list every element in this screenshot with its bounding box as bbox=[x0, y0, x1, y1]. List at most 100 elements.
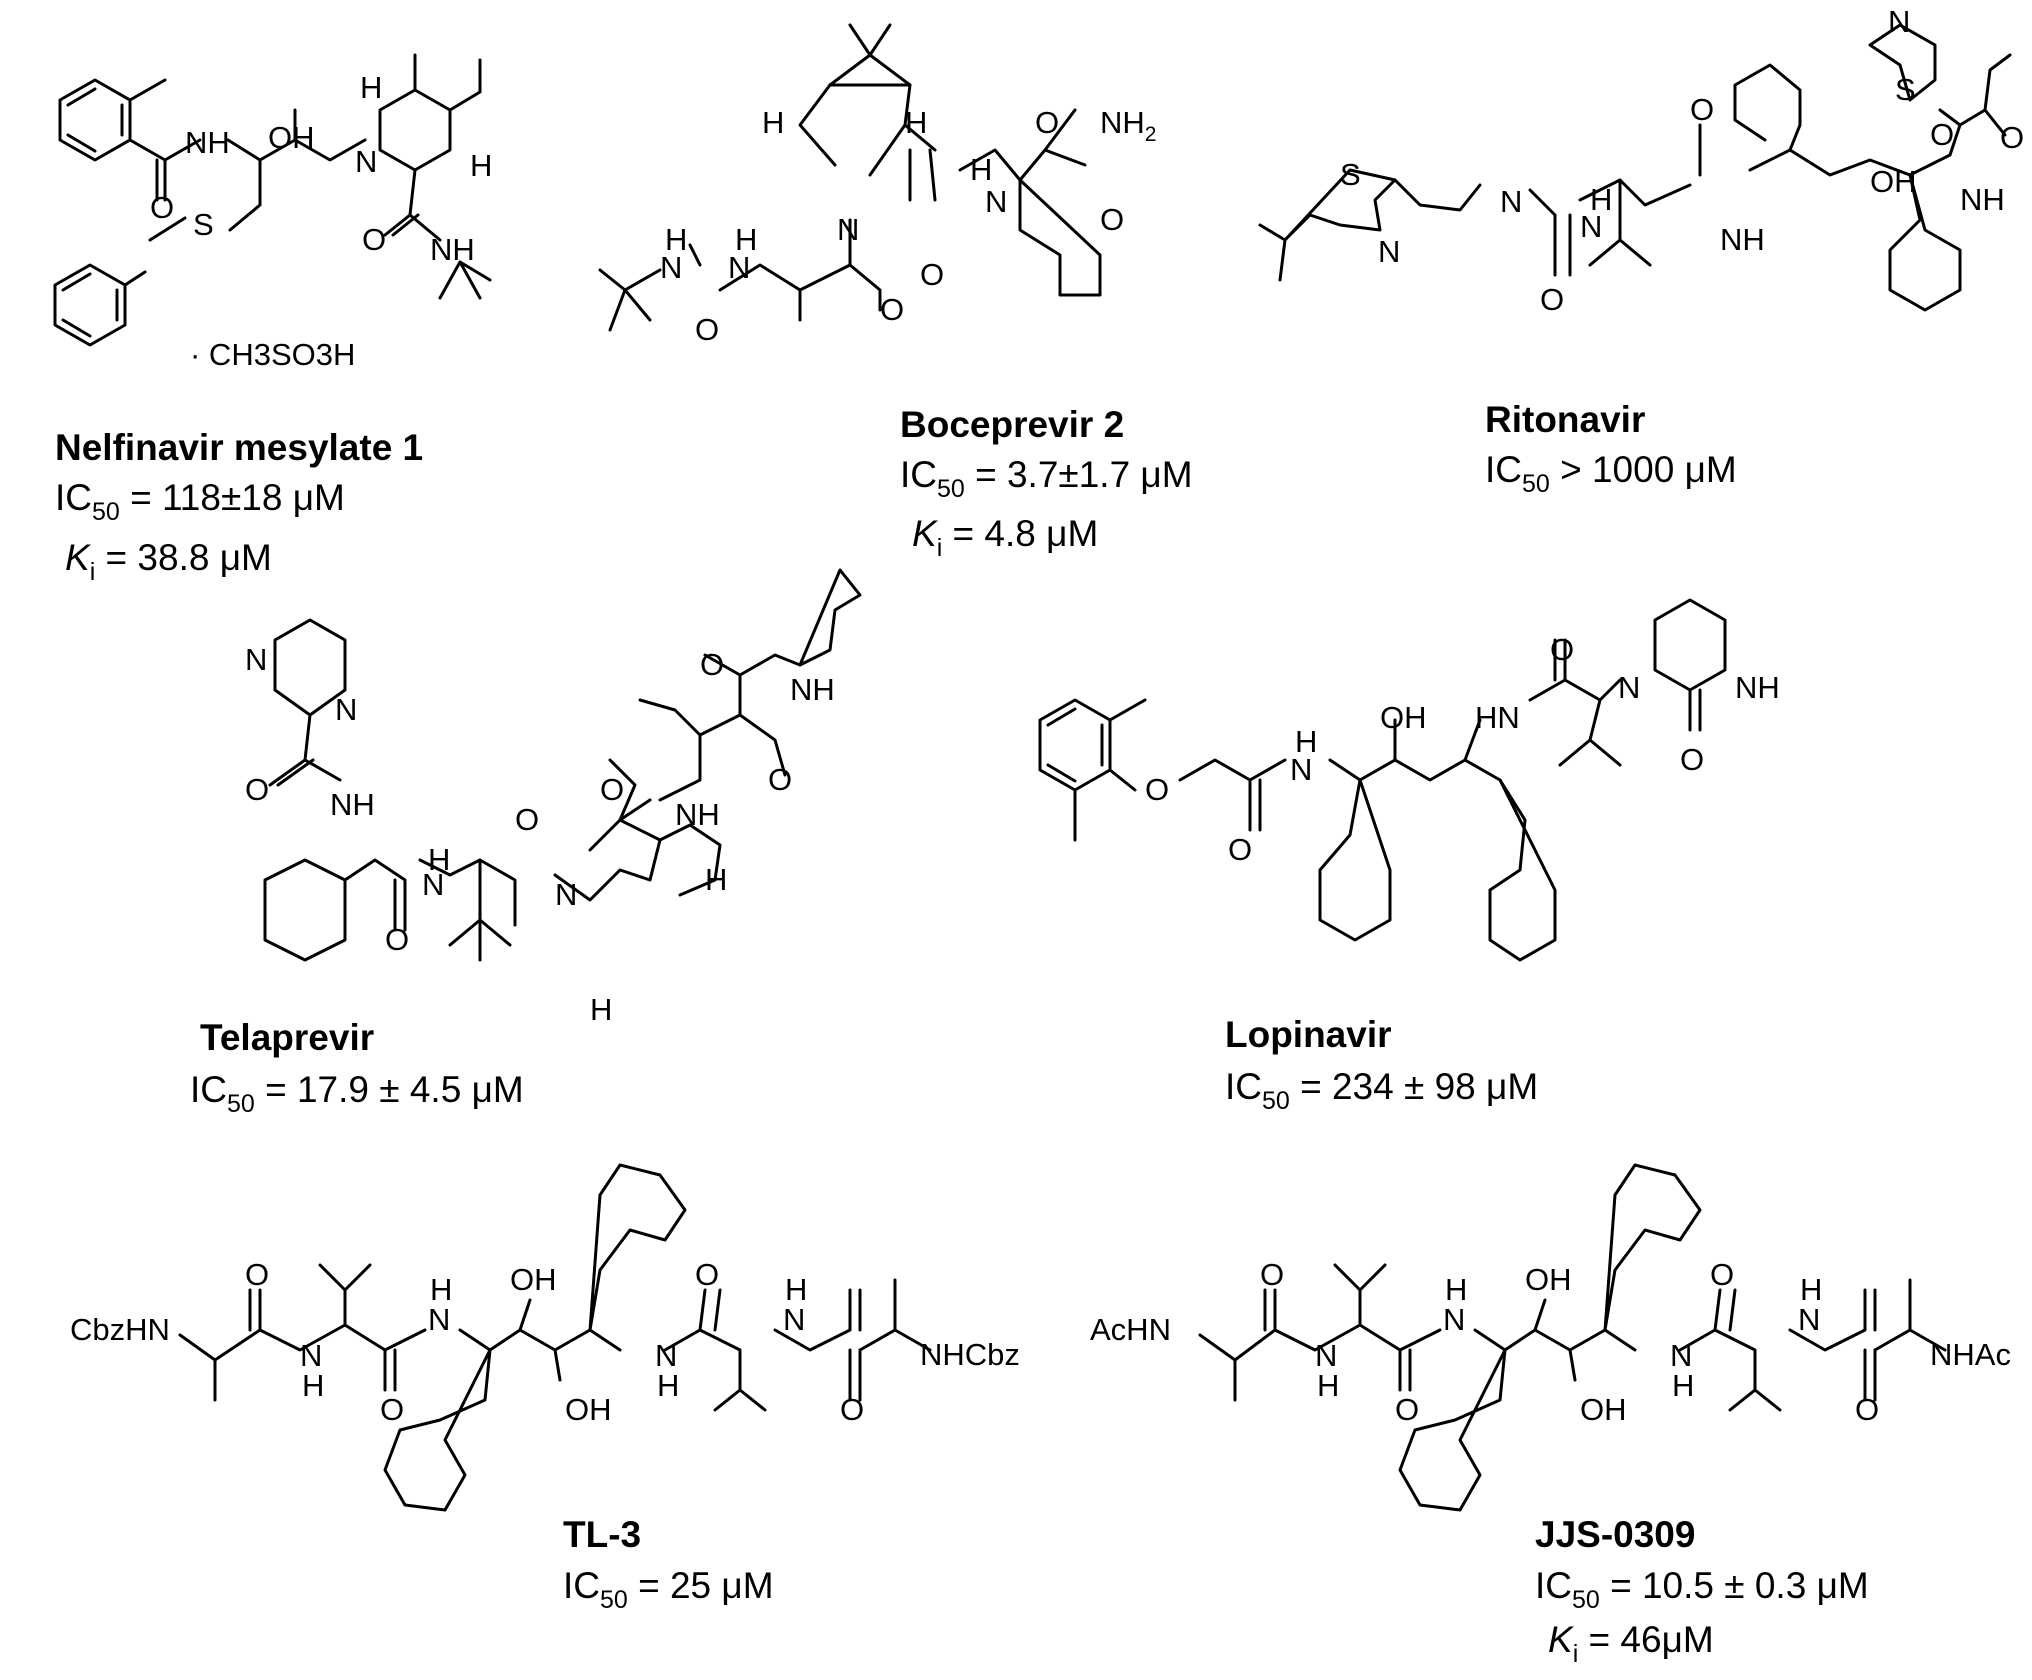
telaprevir-ic50-sub: 50 bbox=[227, 1090, 255, 1118]
boceprevir-h-label-1: H bbox=[762, 105, 784, 140]
nelfinavir-hydroxyl: OH bbox=[268, 120, 315, 155]
boceprevir-nh2-sub: 2 bbox=[1145, 123, 1157, 146]
nelfinavir-ic50-text: = 118±18 μM bbox=[120, 477, 345, 518]
ritonavir-hydroxyl: OH bbox=[1870, 164, 1917, 199]
nelfinavir-ki-sub: i bbox=[90, 558, 96, 586]
lopinavir-ic50-text: = 234 ± 98 μM bbox=[1290, 1066, 1538, 1107]
jjs-nh-1-n: N bbox=[1315, 1338, 1337, 1373]
ritonavir-carbamate-o: O bbox=[1930, 117, 1954, 152]
telaprevir-ic50-line: IC50 = 17.9 ± 4.5 μM bbox=[190, 1069, 524, 1118]
jjs-nh-3-h: H bbox=[1672, 1368, 1694, 1403]
tl3-nh-1-h: H bbox=[302, 1368, 324, 1403]
jjs-nh-1-h: H bbox=[1317, 1368, 1339, 1403]
jjs-left-group: AcHN bbox=[1090, 1312, 1171, 1347]
lopinavir-nh-h: H bbox=[1295, 724, 1317, 759]
ritonavir-urea-o: O bbox=[1540, 282, 1564, 317]
jjs-nh-4-n: N bbox=[1798, 1302, 1820, 1337]
tl3-o-4: O bbox=[840, 1392, 864, 1427]
tl3-nh-2-n: N bbox=[428, 1302, 450, 1337]
nelfinavir-ki-k: K bbox=[65, 537, 92, 578]
jjs0309-ki-text: = 46μM bbox=[1578, 1619, 1713, 1660]
boceprevir-urea-n: N bbox=[728, 250, 750, 285]
telaprevir-name: Telaprevir bbox=[200, 1017, 374, 1058]
jjs0309-name: JJS-0309 bbox=[1535, 1514, 1695, 1555]
ritonavir-urea-nh: H bbox=[1590, 182, 1612, 217]
tl3-o-2: O bbox=[380, 1392, 404, 1427]
boceprevir-structure: H H N H N O NH2 O O O H N H N O Boceprev… bbox=[598, 23, 1193, 562]
telaprevir-h-1: H bbox=[705, 862, 727, 897]
lopinavir-name: Lopinavir bbox=[1225, 1014, 1392, 1055]
boceprevir-nh: H bbox=[970, 152, 992, 187]
boceprevir-keto-o: O bbox=[1035, 105, 1059, 140]
jjs0309-ic50-line: IC50 = 10.5 ± 0.3 μM bbox=[1535, 1565, 1869, 1614]
jjs-o-1: O bbox=[1260, 1257, 1284, 1292]
nelfinavir-carbonyl-o: O bbox=[150, 190, 174, 225]
tl3-ic50-line: IC50 = 25 μM bbox=[563, 1565, 774, 1614]
telaprevir-o-6: O bbox=[768, 762, 792, 797]
jjs-o-4: O bbox=[1855, 1392, 1879, 1427]
ritonavir-carbamate-nh: NH bbox=[1960, 182, 2005, 217]
nelfinavir-ki-line: Ki = 38.8 μM bbox=[65, 537, 272, 586]
lopinavir-nh-n: N bbox=[1290, 752, 1312, 787]
nelfinavir-amide-nh: NH bbox=[185, 125, 230, 160]
tl3-nh-4-h: H bbox=[785, 1272, 807, 1307]
tl3-oh-2: OH bbox=[565, 1392, 612, 1427]
ritonavir-ic50-sub: 50 bbox=[1522, 470, 1550, 498]
lopinavir-ic50-prefix: IC bbox=[1225, 1066, 1262, 1107]
tl3-ic50-text: = 25 μM bbox=[628, 1565, 774, 1606]
jjs-nh-2-n: N bbox=[1443, 1302, 1465, 1337]
tl3-ic50-prefix: IC bbox=[563, 1565, 600, 1606]
nelfinavir-h-label-2: H bbox=[470, 148, 492, 183]
tl3-structure: CbzHN N H O O H N OH OH N H O H N O NHCb… bbox=[70, 1163, 1020, 1614]
boceprevir-urea-n-2: N bbox=[660, 250, 682, 285]
telaprevir-nh-1: NH bbox=[330, 787, 375, 822]
boceprevir-urea-nh: H bbox=[735, 222, 757, 257]
nelfinavir-structure: NH OH N O S O NH H H · CH3SO3H Nelfinavi… bbox=[53, 53, 492, 586]
ritonavir-amide-nh: NH bbox=[1720, 222, 1765, 257]
nelfinavir-piperidine-n: N bbox=[355, 144, 377, 179]
ritonavir-ic50-text: > 1000 μM bbox=[1550, 449, 1737, 490]
lopinavir-ring-nh: NH bbox=[1735, 670, 1780, 705]
telaprevir-n-3: N bbox=[555, 877, 577, 912]
lopinavir-hn: HN bbox=[1475, 700, 1520, 735]
ritonavir-structure: S N N H N O O NH OH NH O O N S Ritonavir… bbox=[1258, 4, 2024, 498]
jjs-nh-3-n: N bbox=[1670, 1338, 1692, 1373]
lopinavir-structure: O O H N OH HN O N NH O Lopinavir IC50 = … bbox=[1038, 598, 1780, 1115]
tl3-o-1: O bbox=[245, 1257, 269, 1292]
lopinavir-hydroxyl: OH bbox=[1380, 700, 1427, 735]
nelfinavir-sulfur: S bbox=[193, 207, 214, 242]
ritonavir-thiazole2-s: S bbox=[1895, 72, 1916, 107]
ritonavir-ic50-line: IC50 > 1000 μM bbox=[1485, 449, 1737, 498]
boceprevir-h-label-2: H bbox=[905, 105, 927, 140]
boceprevir-ki-text: = 4.8 μM bbox=[942, 513, 1098, 554]
telaprevir-o-3: O bbox=[515, 802, 539, 837]
nelfinavir-name: Nelfinavir mesylate 1 bbox=[55, 427, 423, 468]
lopinavir-o-2: O bbox=[1550, 632, 1574, 667]
telaprevir-h-2: H bbox=[590, 992, 612, 1027]
jjs0309-ic50-sub: 50 bbox=[1572, 1586, 1600, 1614]
boceprevir-ki-line: Ki = 4.8 μM bbox=[912, 513, 1098, 562]
tl3-nh-1-n: N bbox=[300, 1338, 322, 1373]
nelfinavir-ic50-prefix: IC bbox=[55, 477, 92, 518]
telaprevir-o-5: O bbox=[700, 647, 724, 682]
tl3-oh-1: OH bbox=[510, 1262, 557, 1297]
telaprevir-nh-2: H bbox=[428, 842, 450, 877]
jjs-right-group: NHAc bbox=[1930, 1337, 2011, 1372]
boceprevir-ic50-prefix: IC bbox=[900, 454, 937, 495]
lopinavir-urea-o: O bbox=[1680, 742, 1704, 777]
boceprevir-ki-k: K bbox=[912, 513, 939, 554]
jjs-oh-1: OH bbox=[1525, 1262, 1572, 1297]
boceprevir-pyrrolidine-n: N bbox=[837, 212, 859, 247]
jjs0309-structure: AcHN N H O O H N OH OH N H O H N O NHAc … bbox=[1090, 1163, 2011, 1668]
boceprevir-carbonyl-o: O bbox=[920, 257, 944, 292]
tl3-left-group: CbzHN bbox=[70, 1312, 170, 1347]
ritonavir-thiazole-s: S bbox=[1340, 157, 1361, 192]
boceprevir-amide-o: O bbox=[880, 292, 904, 327]
lopinavir-amide-o: O bbox=[1228, 832, 1252, 867]
jjs0309-ic50-prefix: IC bbox=[1535, 1565, 1572, 1606]
ritonavir-ic50-prefix: IC bbox=[1485, 449, 1522, 490]
telaprevir-structure: N N O NH O H N O N O NH H H O O NH Telap… bbox=[190, 568, 862, 1118]
tl3-o-3: O bbox=[695, 1257, 719, 1292]
boceprevir-ic50-line: IC50 = 3.7±1.7 μM bbox=[900, 454, 1193, 503]
